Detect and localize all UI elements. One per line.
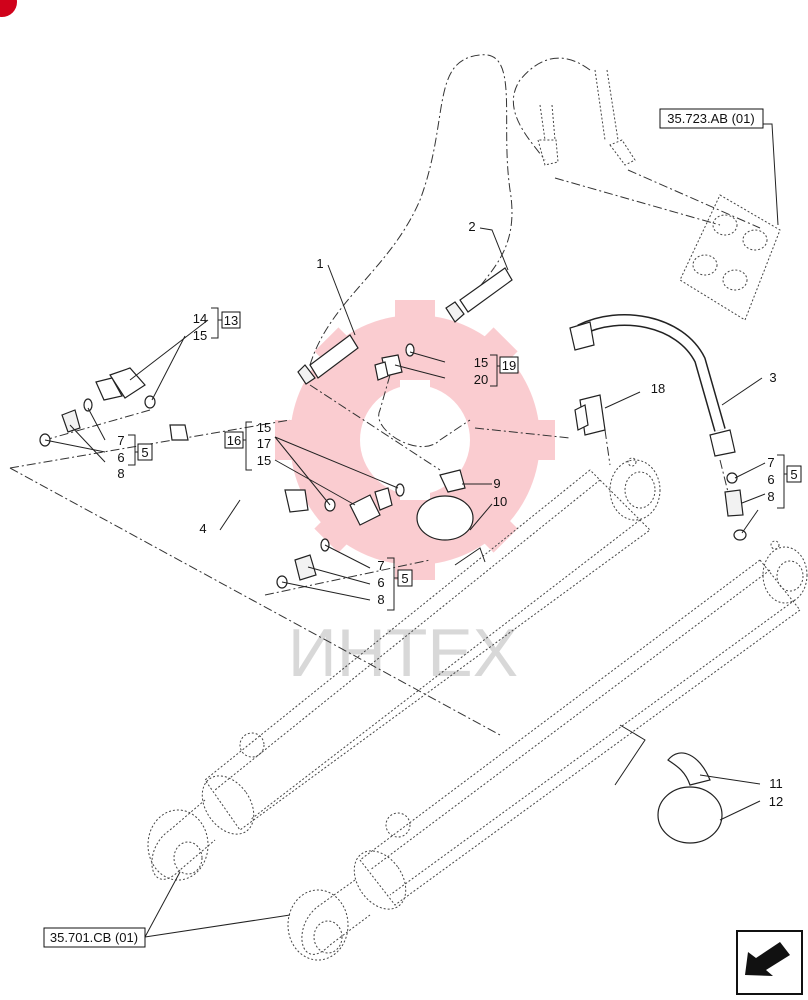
part-1-hose-fitting [297,334,359,385]
callout-8-center: 8 [377,592,384,607]
callout-6-right: 6 [767,472,774,487]
part-9-10-clamp [416,469,486,566]
callout-14: 14 [193,311,207,326]
callout-7-left: 7 [117,433,124,448]
hydraulic-cylinder-lower [287,540,808,961]
hoses-top [537,69,636,166]
fitting-6-7-8-left [39,398,93,447]
part-11-12-clamp [614,724,723,844]
callout-8-left: 8 [117,466,124,481]
callout-12: 12 [769,794,783,809]
group-box-5-right: 5 [786,465,802,483]
valve-panel [679,194,781,321]
group-box-19: 19 [499,356,519,374]
exit-arrow-icon[interactable] [736,930,803,995]
fitting-6-7-8-right [724,472,747,541]
callout-10: 10 [493,494,507,509]
routing-lines [9,54,761,736]
group-box-13: 13 [221,311,241,329]
callout-15-a: 15 [193,328,207,343]
callout-3: 3 [769,370,776,385]
part-20-adapter [374,343,415,381]
callout-15-d: 15 [474,355,488,370]
part-18-tee-fitting [574,394,606,436]
fitting-6-7-8-center [276,538,330,589]
part-3-hose [569,314,736,457]
part-4-hose [169,424,309,513]
callout-6-left: 6 [117,450,124,465]
svg-text:5: 5 [790,467,797,482]
svg-text:16: 16 [227,433,241,448]
callout-7-center: 7 [377,558,384,573]
callout-11: 11 [769,776,783,791]
callout-17: 17 [257,436,271,451]
callout-7-right: 7 [767,455,774,470]
callout-15-b: 15 [257,420,271,435]
callout-15-c: 15 [257,453,271,468]
callout-labels: 1 2 3 4 14 15 7 6 8 15 17 15 7 6 8 15 20… [117,219,783,809]
callout-2: 2 [468,219,475,234]
watermark-logo [275,300,555,580]
reference-label[interactable]: 35.701.CB (01) [50,930,138,945]
reference-box-top-right[interactable]: 35.723.AB (01) [659,108,764,129]
callout-6-center: 6 [377,575,384,590]
group-box-5-center: 5 [397,569,413,587]
part-2-hose-fitting [445,267,513,323]
reference-box-bottom-left[interactable]: 35.701.CB (01) [43,927,146,948]
svg-text:5: 5 [401,571,408,586]
callout-4: 4 [199,521,206,536]
group-brackets [128,307,787,611]
group-box-5-left: 5 [137,443,153,461]
callout-18: 18 [651,381,665,396]
part-17-adapter [324,483,405,526]
callout-9: 9 [493,476,500,491]
leader-lines [44,123,779,938]
svg-text:5: 5 [141,445,148,460]
svg-text:13: 13 [224,313,238,328]
watermark-text: ИНТЕХ [288,615,518,691]
group-box-16: 16 [224,431,244,449]
corner-badge [0,0,17,17]
callout-20: 20 [474,372,488,387]
callout-8-right: 8 [767,489,774,504]
part-14-elbow-fitting [95,367,156,409]
svg-text:19: 19 [502,358,516,373]
reference-label[interactable]: 35.723.AB (01) [667,111,754,126]
hydraulic-cylinder-upper [147,457,661,881]
callout-1: 1 [316,256,323,271]
